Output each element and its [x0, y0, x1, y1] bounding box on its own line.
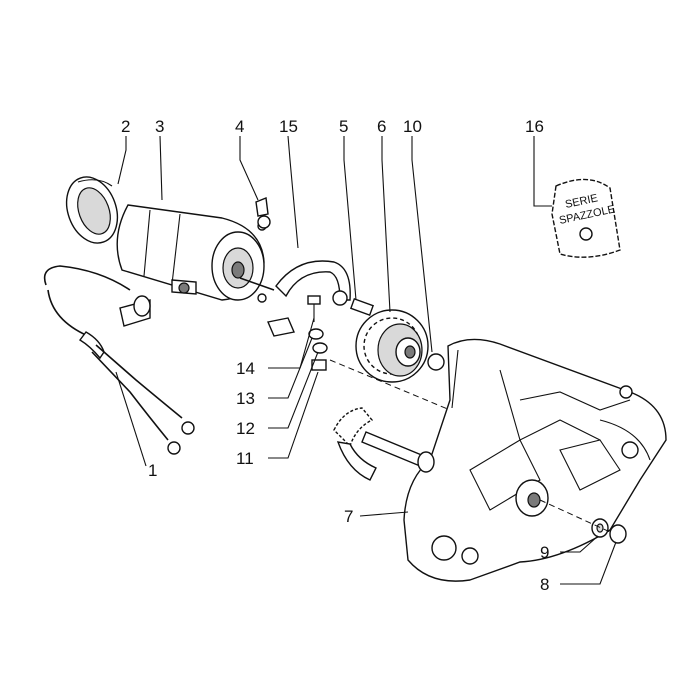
callout-15: 15 [279, 117, 298, 136]
kickstart-segment [333, 407, 435, 481]
callout-7: 7 [344, 507, 353, 526]
callout-4: 4 [235, 117, 244, 136]
callout-3: 3 [155, 117, 164, 136]
callout-6: 6 [377, 117, 386, 136]
callout-12: 12 [236, 419, 255, 438]
part-8-circlip [609, 524, 627, 544]
part-5-pin [349, 297, 375, 317]
callout-8: 8 [540, 575, 549, 594]
part-6-drive-gear [355, 309, 429, 383]
part-16-brush-kit-bag: SERIE SPAZZOLE [551, 178, 621, 258]
callout-13: 13 [236, 389, 255, 408]
callout-14: 14 [236, 359, 255, 378]
callout-numbers: 2 3 4 15 5 6 10 16 1 14 13 12 11 7 9 8 [121, 117, 549, 594]
part-3-starter-motor [116, 204, 275, 303]
part-1-cable-harness [43, 265, 195, 455]
part-9-washer [591, 518, 609, 538]
callout-2: 2 [121, 117, 130, 136]
callout-1: 1 [148, 461, 157, 480]
callout-16: 16 [525, 117, 544, 136]
part-11-nut [311, 359, 327, 371]
callout-11: 11 [236, 449, 254, 468]
assembly-center-lines [329, 359, 611, 533]
callout-10: 10 [403, 117, 422, 136]
part-4-terminal [255, 197, 271, 229]
leader-lines [115, 135, 617, 585]
part-13-washer [308, 328, 324, 340]
part-2-dust-cover [65, 176, 119, 244]
callout-9: 9 [540, 543, 549, 562]
part-12-spring-washer [312, 342, 328, 354]
callout-5: 5 [339, 117, 348, 136]
part-10-circlip [427, 353, 445, 371]
part-7-transmission-cover [403, 338, 667, 582]
part-15-mounting-strap [267, 260, 351, 337]
